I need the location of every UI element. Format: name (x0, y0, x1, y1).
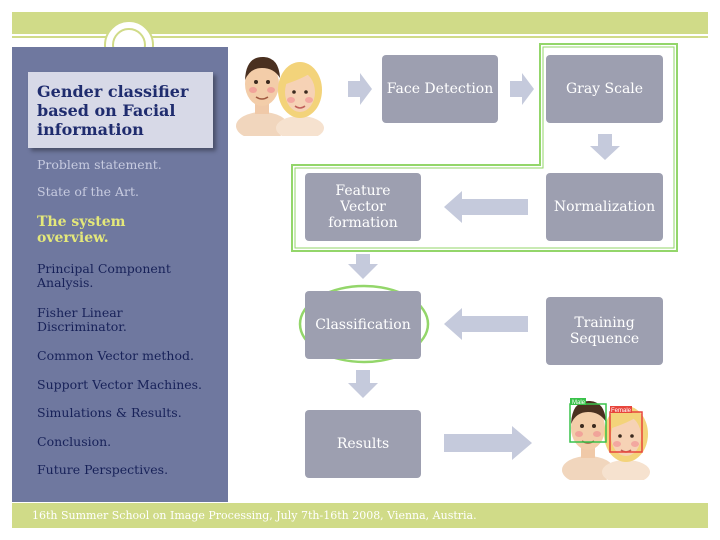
title-box: Gender classifier based on Facial inform… (28, 72, 213, 148)
arrow-normalization-to-feature (444, 191, 528, 223)
male-tag: Male (572, 400, 586, 406)
arrow-gray-to-normalization (590, 134, 620, 160)
nav-item-common-vector[interactable]: Common Vector method. (37, 348, 194, 363)
training-sequence-box: Training Sequence (546, 297, 663, 365)
nav-item-svm[interactable]: Support Vector Machines. (37, 377, 203, 392)
arrow-results-to-faces (444, 426, 532, 460)
nav-item-future[interactable]: Future Perspectives. (37, 462, 169, 477)
slide-title: Gender classifier based on Facial inform… (37, 82, 189, 139)
classification-box: Classification (305, 291, 421, 359)
gray-scale-box: Gray Scale (546, 55, 663, 123)
results-label: Results (336, 436, 390, 452)
gray-scale-label: Gray Scale (565, 81, 644, 97)
classification-label: Classification (315, 317, 411, 333)
arrow-detection-to-gray (510, 73, 534, 105)
female-tag: Female (611, 408, 632, 414)
nav-item-pca[interactable]: Principal Component Analysis. (37, 261, 171, 290)
feature-vector-label: Feature Vector formation (328, 183, 398, 231)
nav-item-state-of-the-art[interactable]: State of the Art. (37, 184, 140, 199)
male-detection-box (569, 403, 607, 443)
nav-item-simulations[interactable]: Simulations & Results. (37, 405, 182, 420)
input-faces-image (236, 56, 324, 136)
arrow-training-to-classification (444, 308, 528, 340)
arrow-feature-to-classification (348, 254, 378, 279)
face-detection-box: Face Detection (382, 55, 498, 123)
footer-band: 16th Summer School on Image Processing, … (12, 503, 708, 528)
arrow-faces-to-detection (348, 73, 372, 105)
arrow-classification-to-results (348, 370, 378, 398)
face-detection-label: Face Detection (386, 81, 494, 97)
feature-vector-box: Feature Vector formation (305, 173, 421, 241)
output-classified-faces-image: Male Female (562, 398, 650, 480)
training-sequence-label: Training Sequence (569, 315, 640, 347)
normalization-label: Normalization (553, 199, 656, 215)
results-box: Results (305, 410, 421, 478)
nav-item-system-overview[interactable]: The system overview. (37, 214, 126, 246)
nav-item-fisher[interactable]: Fisher Linear Discriminator. (37, 305, 127, 334)
normalization-box: Normalization (546, 173, 663, 241)
top-divider-line (12, 36, 708, 38)
nav-item-conclusion[interactable]: Conclusion. (37, 434, 112, 449)
nav-item-problem-statement[interactable]: Problem statement. (37, 157, 162, 172)
footer-text: 16th Summer School on Image Processing, … (32, 509, 477, 522)
classification-highlight-ellipse (298, 284, 430, 364)
top-band (12, 12, 708, 34)
